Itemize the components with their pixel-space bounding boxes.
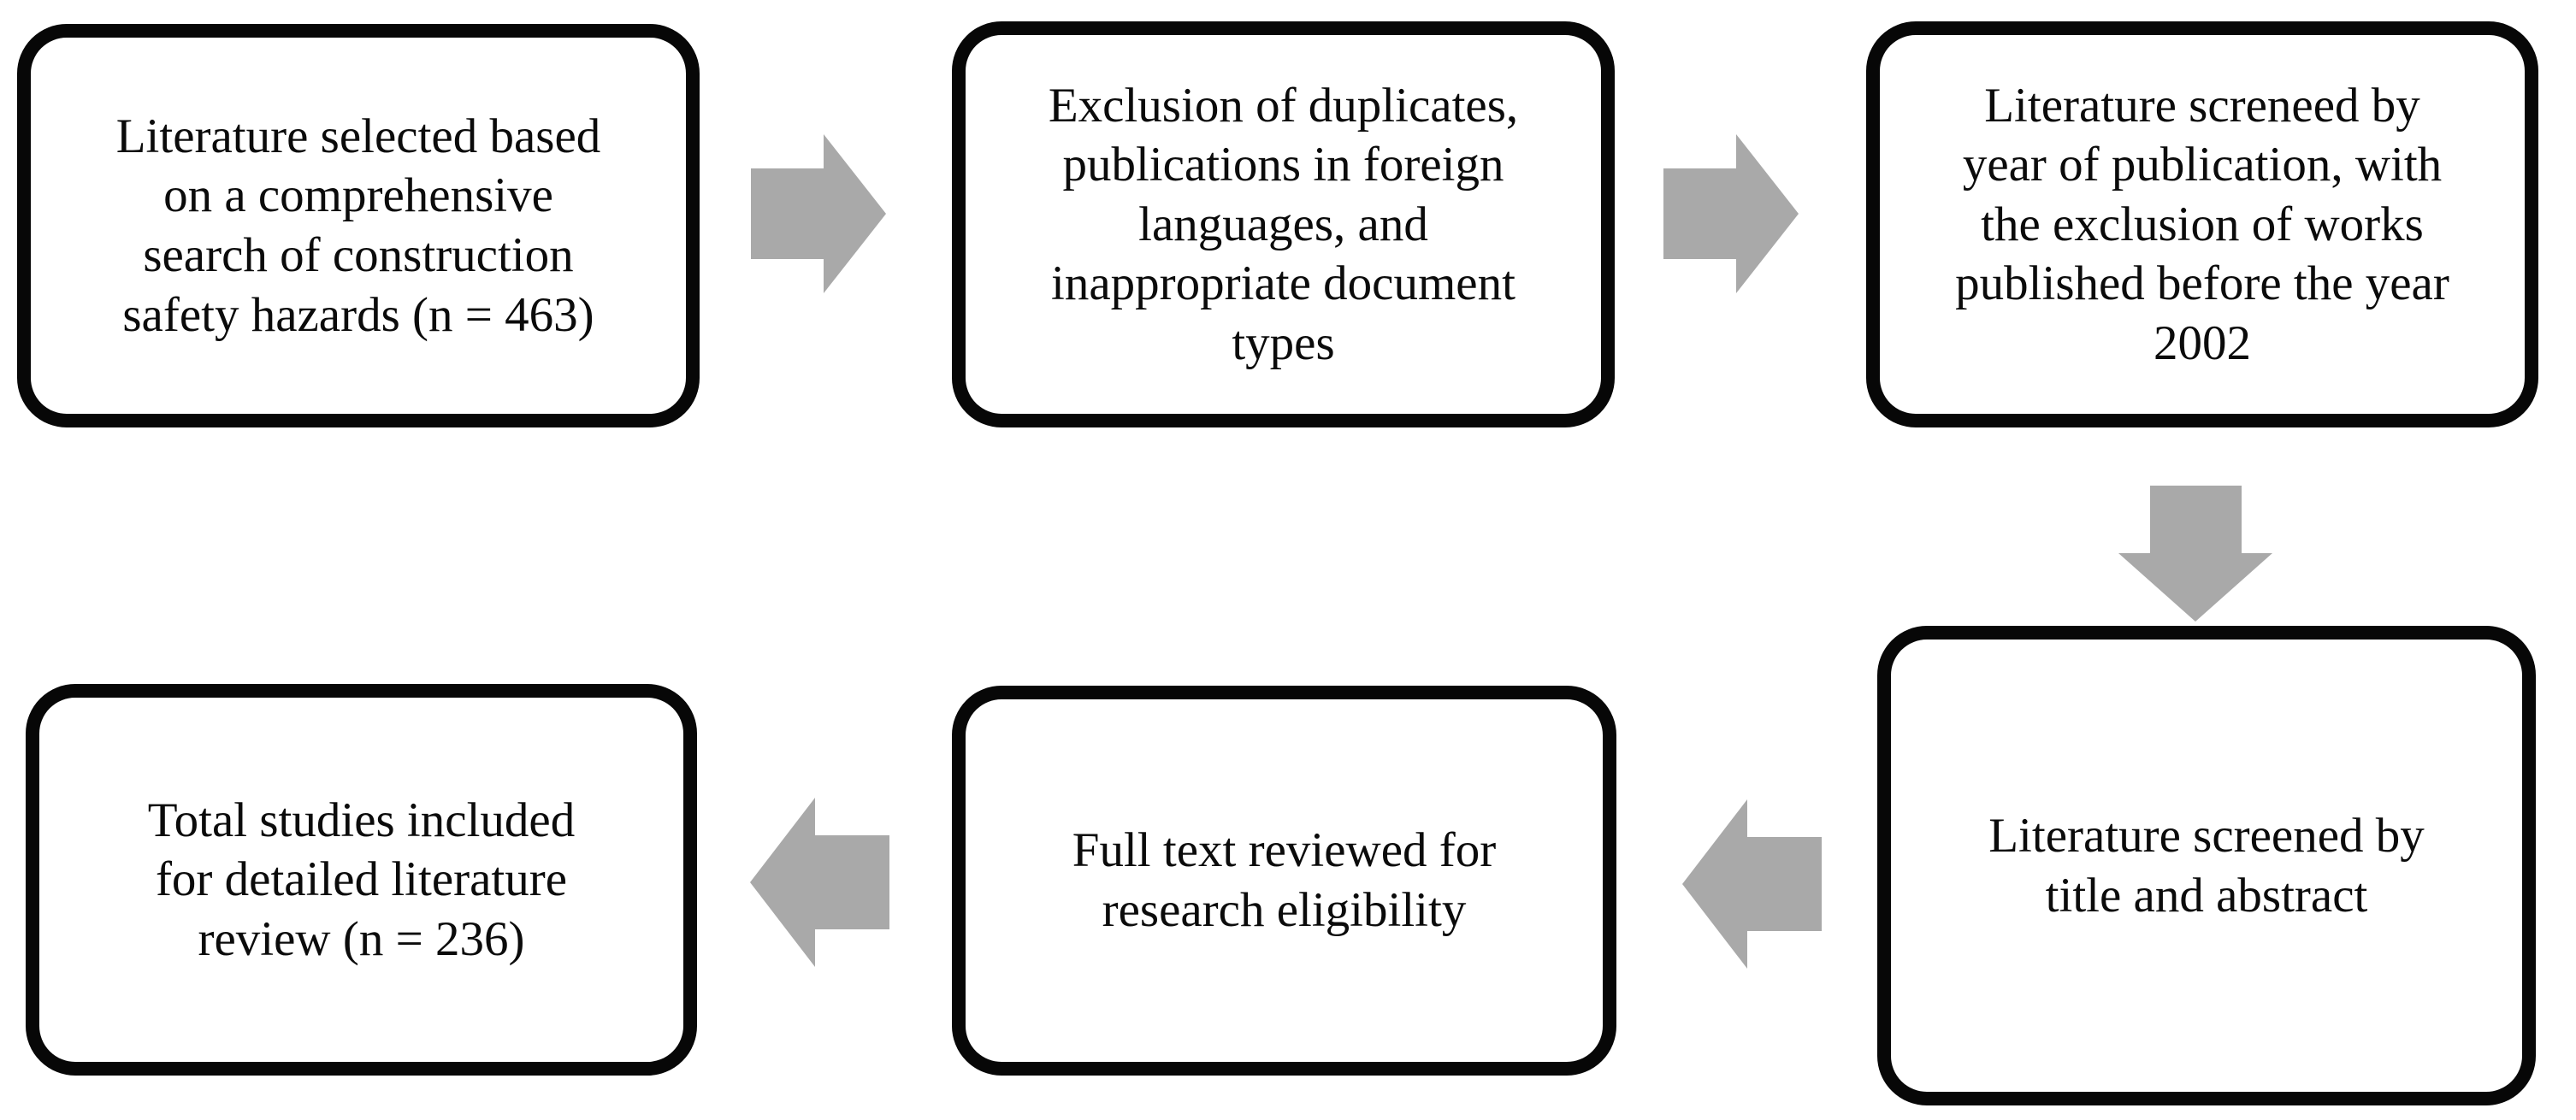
flow-step-6-box: Total studies included for detailed lite… [26, 684, 697, 1076]
flow-step-6-text: Total studies included for detailed lite… [147, 793, 576, 966]
flow-step-4-text: Literature screened by title and abstrac… [1988, 808, 2425, 923]
flow-step-2-text: Exclusion of duplicates, publications in… [1048, 78, 1519, 370]
flow-step-4-box: Literature screened by title and abstrac… [1877, 626, 2536, 1105]
right-arrow-icon-step1-to-step2 [751, 134, 886, 293]
flow-step-5-text: Full text reviewed for research eligibil… [1072, 823, 1497, 937]
flow-step-5-box: Full text reviewed for research eligibil… [952, 686, 1616, 1076]
flow-step-1-text: Literature selected based on a comprehen… [115, 109, 601, 342]
right-arrow-icon-step2-to-step3 [1663, 134, 1799, 293]
left-arrow-shape [1682, 799, 1822, 969]
left-arrow-shape [750, 798, 889, 967]
left-arrow-icon-step5-to-step6 [750, 798, 889, 967]
left-arrow-icon-step4-to-step5 [1682, 799, 1822, 969]
down-arrow-shape [2118, 486, 2272, 622]
down-arrow-icon-step3-to-step4 [2118, 486, 2272, 622]
right-arrow-shape [751, 134, 886, 293]
flow-step-2-box: Exclusion of duplicates, publications in… [952, 21, 1615, 427]
flow-step-3-box: Literature screneed by year of publicati… [1866, 21, 2538, 427]
right-arrow-shape [1663, 134, 1799, 293]
flow-step-1-box: Literature selected based on a comprehen… [17, 24, 700, 427]
flow-step-3-text: Literature screneed by year of publicati… [1955, 78, 2449, 370]
